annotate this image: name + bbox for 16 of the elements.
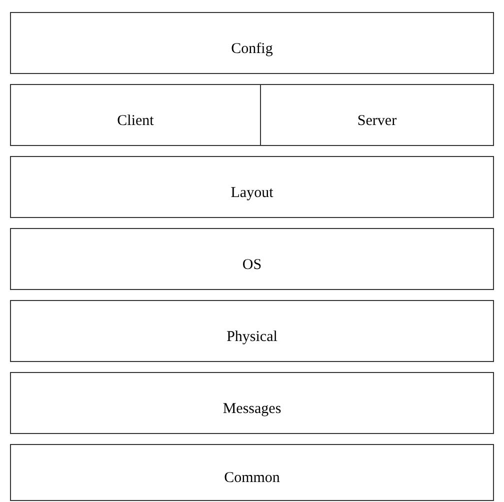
layer-label: Layout xyxy=(230,184,274,202)
layer-box xyxy=(10,372,494,434)
layer-label: Config xyxy=(231,40,273,58)
layer-label: Server xyxy=(357,112,397,130)
layer-box xyxy=(10,84,261,146)
layer-label: Physical xyxy=(226,328,278,346)
layer-box xyxy=(10,156,494,218)
layer-box xyxy=(10,12,494,74)
layer-box xyxy=(260,84,494,146)
layer-label: Messages xyxy=(222,400,282,418)
layer-box xyxy=(10,444,494,501)
layer-label: Client xyxy=(117,112,154,130)
layer-box xyxy=(10,228,494,290)
layer-box xyxy=(10,300,494,362)
layer-label: OS xyxy=(242,256,262,274)
layer-label: Common xyxy=(224,469,280,488)
